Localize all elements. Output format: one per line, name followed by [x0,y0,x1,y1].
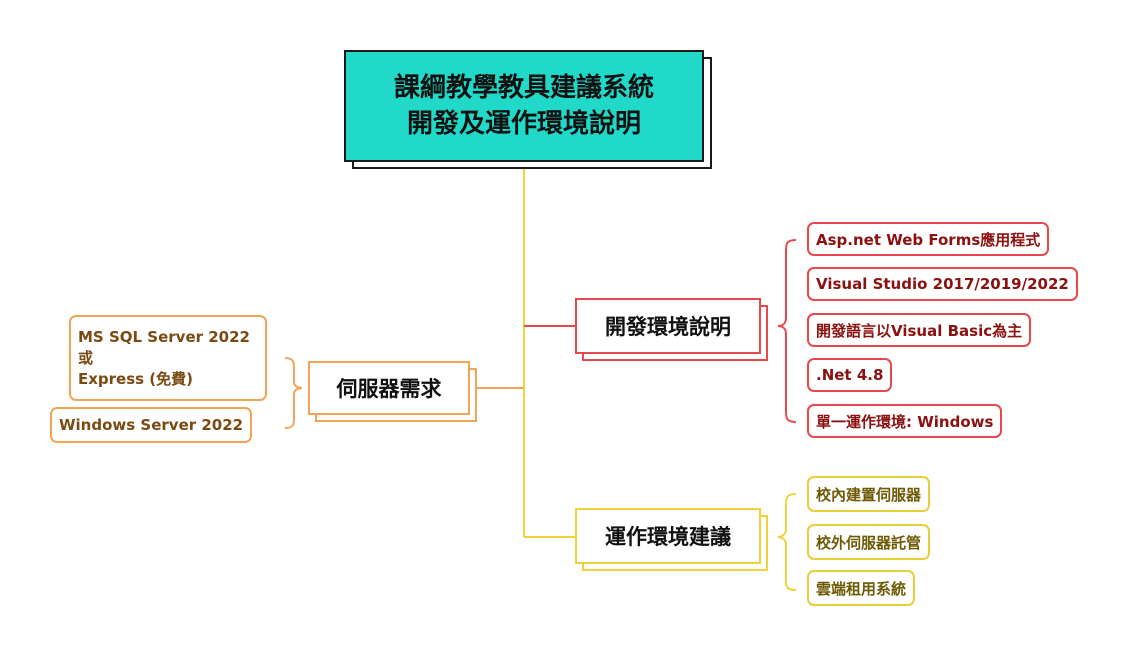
root-topic[interactable]: 課綱教學教具建議系統 開發及運作環境說明 [344,50,704,162]
brace-run [777,493,797,591]
dev-item-dotnet[interactable]: .Net 4.8 [807,358,893,392]
dev-item-language[interactable]: 開發語言以Visual Basic為主 [807,313,1032,347]
server-requirements-topic[interactable]: 伺服器需求 [308,361,470,415]
brace-server [284,357,303,429]
dev-item-visual-studio[interactable]: Visual Studio 2017/2019/2022 [807,267,1078,301]
root-title-line2: 開發及運作環境說明 [406,109,641,139]
dev-item-aspnet[interactable]: Asp.net Web Forms應用程式 [807,222,1050,256]
run-item-hosted[interactable]: 校外伺服器託管 [807,524,931,560]
dev-item-runtime-os[interactable]: 單一運作環境: Windows [807,404,1003,438]
server-item-sql-line1: MS SQL Server 2022 [78,327,250,346]
run-item-cloud[interactable]: 雲端租用系統 [807,570,916,606]
server-item-sql-line2: 或 [78,348,94,367]
dev-environment-topic[interactable]: 開發環境說明 [575,298,761,354]
server-item-windows-server-label: Windows Server 2022 [59,416,244,434]
server-item-windows-server[interactable]: Windows Server 2022 [50,407,253,443]
server-item-sql[interactable]: MS SQL Server 2022 或 Express (免費) [69,315,267,401]
root-title-line1: 課綱教學教具建議系統 [393,73,654,103]
runtime-environment-topic[interactable]: 運作環境建議 [575,508,761,564]
server-item-sql-line3: Express (免費) [78,369,194,388]
run-item-on-campus[interactable]: 校內建置伺服器 [807,476,931,512]
brace-dev [777,239,797,423]
